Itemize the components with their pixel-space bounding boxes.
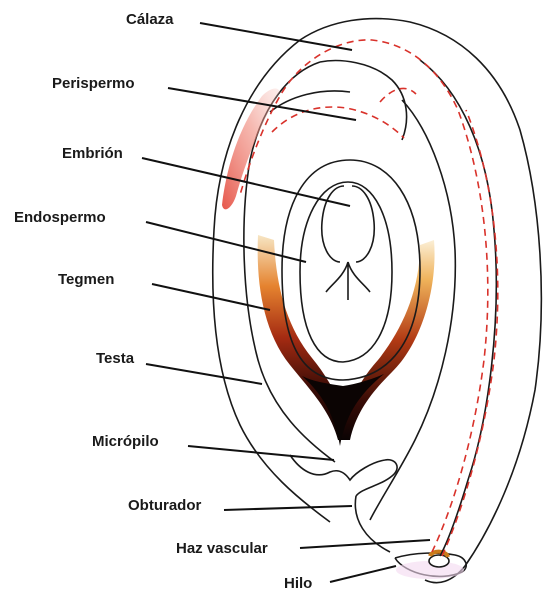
label-obturador: Obturador	[128, 497, 201, 514]
label-calaza: Cálaza	[126, 11, 174, 28]
leader-obturador	[224, 506, 352, 510]
vascular-bundle-dash-inner	[442, 110, 498, 556]
embryo-body	[300, 182, 392, 362]
leader-testa	[146, 364, 262, 384]
label-embrion: Embrión	[62, 145, 123, 162]
embryo-radicle	[326, 262, 370, 300]
label-testa: Testa	[96, 350, 135, 367]
leader-hilo	[330, 566, 396, 582]
micropyle-shape	[290, 455, 397, 496]
label-perispermo: Perispermo	[52, 75, 135, 92]
embryo-cotyledon-left	[322, 186, 344, 262]
chalaza-dash-loop	[272, 107, 404, 138]
chalaza-smear	[222, 89, 280, 210]
leader-endospermo	[146, 222, 306, 262]
label-haz-vascular: Haz vascular	[176, 540, 268, 557]
leader-tegmen	[152, 284, 270, 310]
embryo-cotyledon-right	[352, 186, 374, 262]
chalaza-inner-fold	[270, 91, 350, 112]
label-micropilo: Micrópilo	[92, 433, 159, 450]
label-hilo: Hilo	[284, 575, 312, 592]
chalaza-dash-curl	[380, 88, 416, 102]
label-tegmen: Tegmen	[58, 271, 114, 288]
leader-haz-vascular	[300, 540, 430, 548]
leader-calaza	[200, 23, 352, 50]
label-endospermo: Endospermo	[14, 209, 106, 226]
